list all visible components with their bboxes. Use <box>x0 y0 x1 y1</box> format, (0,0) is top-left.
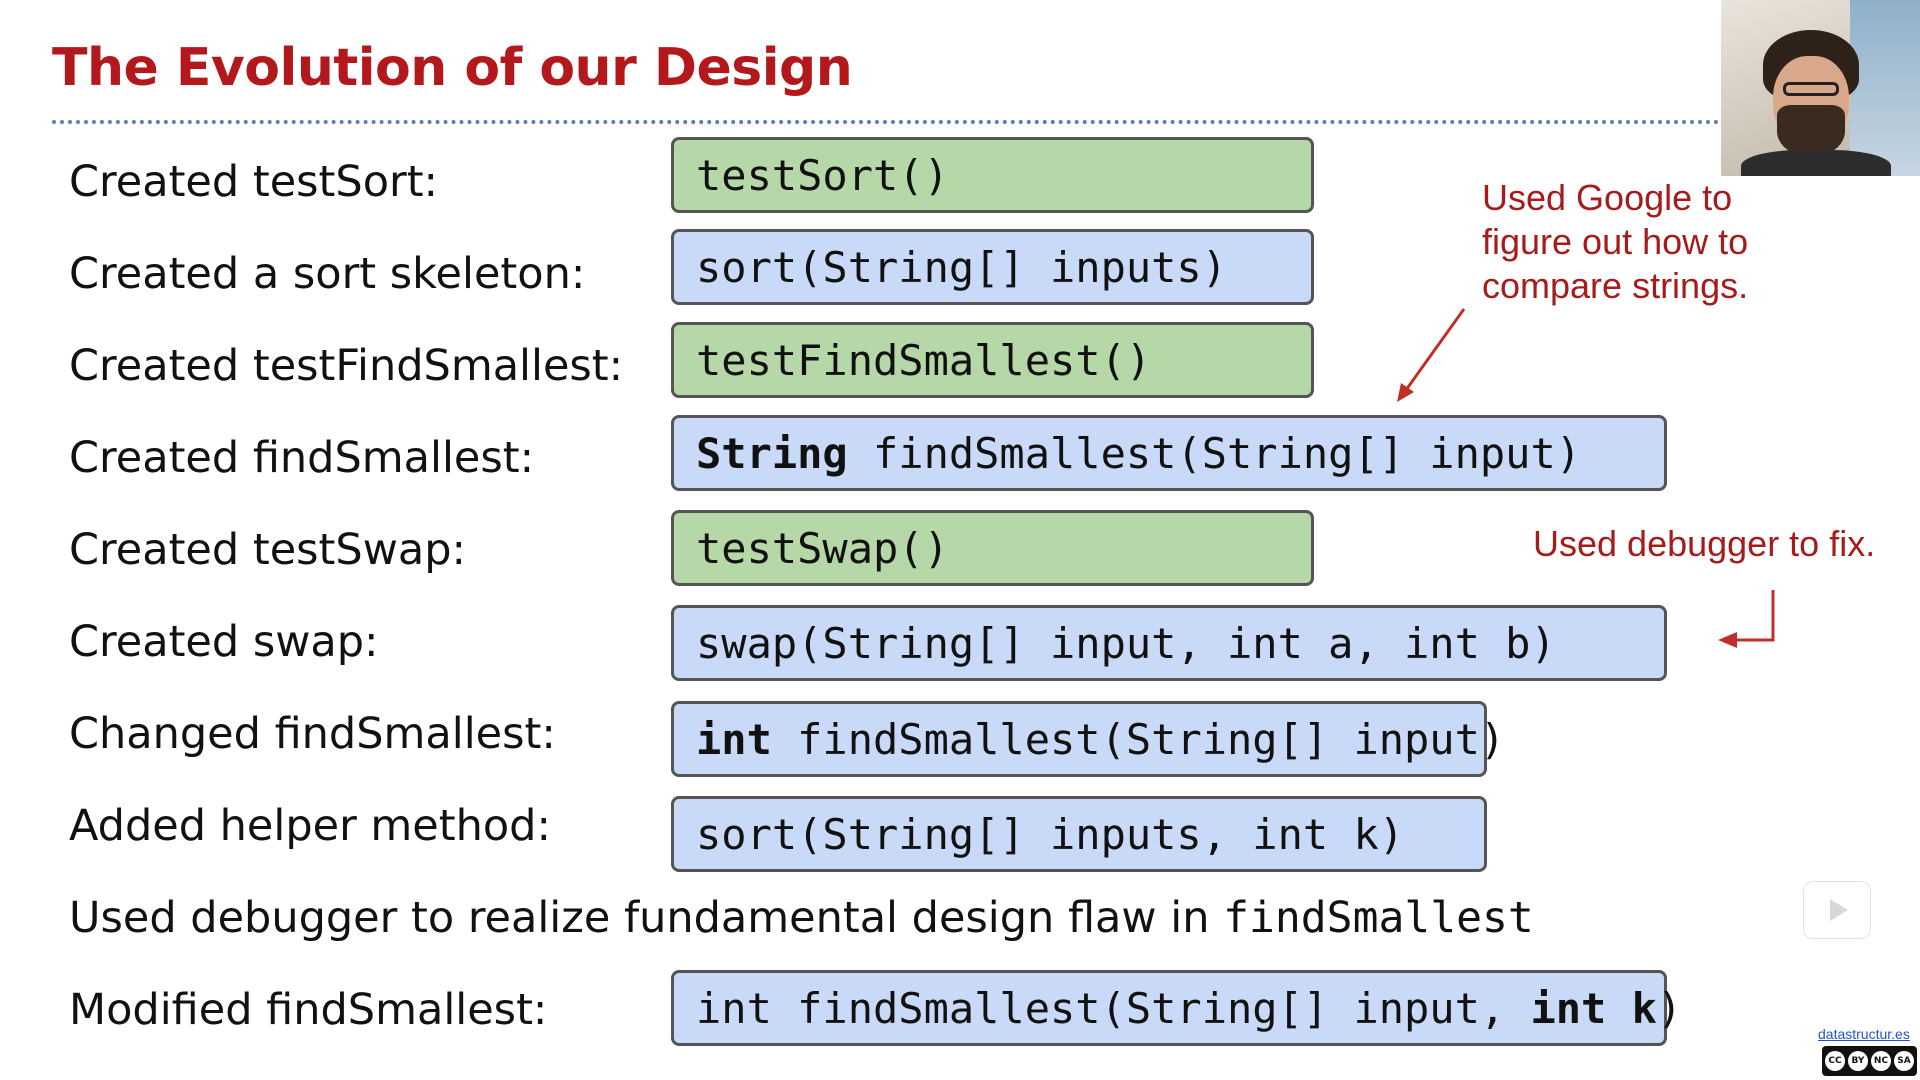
code-box-helper-sort: sort(String[] inputs, int k) <box>671 796 1487 872</box>
code-text: testFindSmallest() <box>696 335 1152 385</box>
code-box-swap: swap(String[] input, int a, int b) <box>671 605 1667 681</box>
code-box-sort-skeleton: sort(String[] inputs) <box>671 229 1314 305</box>
code-box-modified-findsmallest: int findSmallest(String[] input, int k) <box>671 970 1682 1046</box>
code-keyword: int k <box>1530 983 1657 1033</box>
code-text: sort(String[] inputs) <box>696 242 1228 292</box>
license-cc: CC <box>1825 1051 1845 1071</box>
code-box-testswap: testSwap() <box>671 510 1314 586</box>
license-nc: NC <box>1871 1051 1891 1071</box>
row-label-3: Created testFindSmallest: <box>69 341 624 391</box>
code-box-findsmallest: String findSmallest(String[] input) <box>671 415 1667 491</box>
code-box-changed-findsmallest: int findSmallest(String[] input) <box>671 701 1505 777</box>
code-text-end: ) <box>1656 983 1683 1033</box>
cc-license-icon: CC BY NC SA <box>1822 1046 1917 1076</box>
row-label-9: Modified findSmallest: <box>69 985 548 1035</box>
credit-link[interactable]: datastructur.es <box>1818 1026 1910 1042</box>
license-sa: SA <box>1894 1051 1914 1071</box>
code-text: int findSmallest(String[] input, <box>696 983 1531 1033</box>
insight-text: Used debugger to realize fundamental des… <box>69 893 1534 943</box>
code-text: testSwap() <box>696 523 949 573</box>
slide-title: The Evolution of our Design <box>52 38 853 98</box>
play-icon[interactable] <box>1803 881 1871 939</box>
code-box-testsort: testSort() <box>671 137 1314 213</box>
license-by: BY <box>1848 1051 1868 1071</box>
arrow-debugger-icon <box>1718 590 1775 648</box>
note-debugger: Used debugger to fix. <box>1533 523 1876 564</box>
arrow-google-icon <box>1397 308 1466 402</box>
note-google: Used Google to figure out how to compare… <box>1482 176 1748 308</box>
code-keyword: int <box>696 714 772 764</box>
note-line: Used Google to <box>1482 177 1733 218</box>
row-label-1: Created testSort: <box>69 157 439 207</box>
code-keyword: String <box>696 428 848 478</box>
row-label-7: Changed findSmallest: <box>69 709 556 759</box>
insight-sentence: Used debugger to realize fundamental des… <box>69 893 1224 943</box>
code-text: findSmallest(String[] input) <box>847 428 1582 478</box>
row-label-4: Created findSmallest: <box>69 433 535 483</box>
code-box-testfindsmallest: testFindSmallest() <box>671 322 1314 398</box>
code-text: findSmallest(String[] input) <box>771 714 1506 764</box>
code-text: testSort() <box>696 150 949 200</box>
code-text: swap(String[] input, int a, int b) <box>696 618 1556 668</box>
row-label-5: Created testSwap: <box>69 525 467 575</box>
note-line: compare strings. <box>1482 265 1749 306</box>
row-label-8: Added helper method: <box>69 801 551 851</box>
row-label-2: Created a sort skeleton: <box>69 249 586 299</box>
title-divider <box>52 120 1720 124</box>
insight-code: findSmallest <box>1223 893 1534 943</box>
row-label-6: Created swap: <box>69 617 379 667</box>
code-text: sort(String[] inputs, int k) <box>696 809 1405 859</box>
note-line: figure out how to <box>1482 221 1749 262</box>
webcam-video <box>1721 0 1920 176</box>
